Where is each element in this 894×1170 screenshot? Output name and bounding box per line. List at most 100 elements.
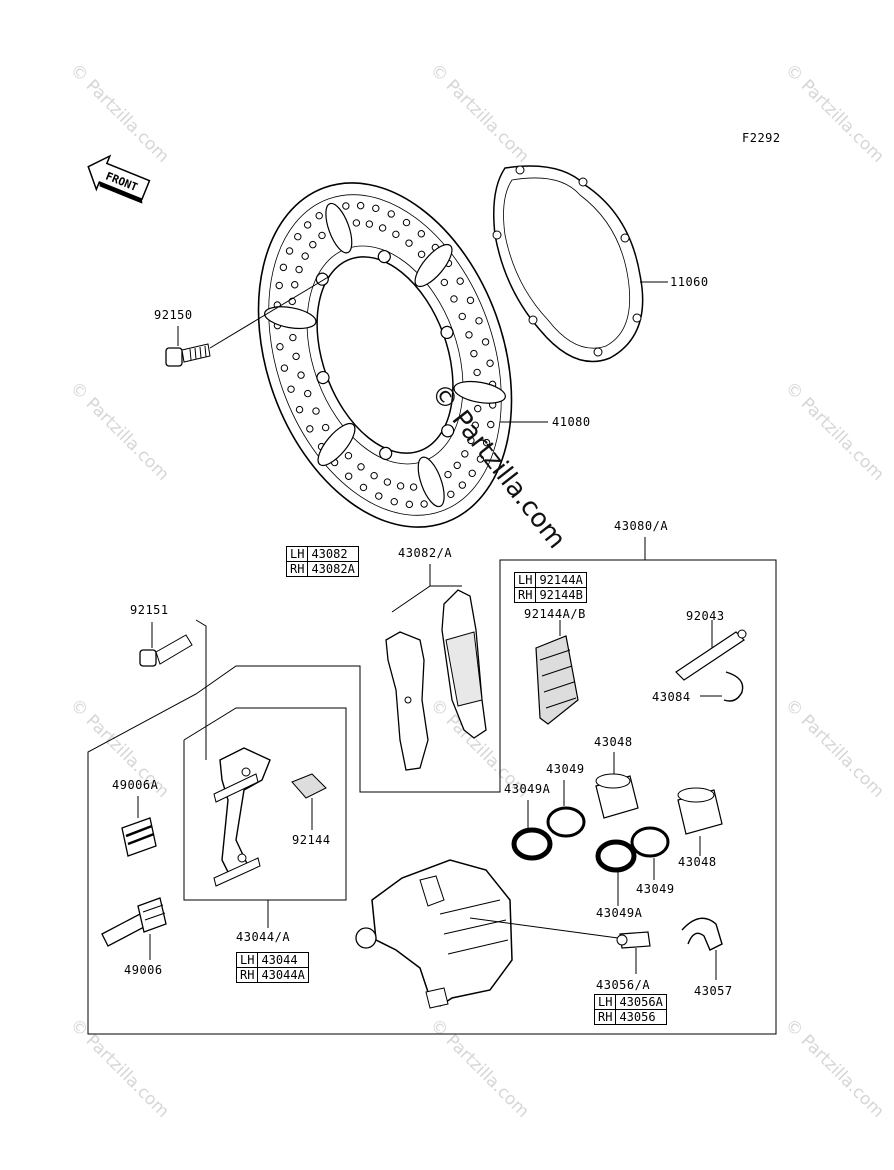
drill-hole bbox=[487, 420, 495, 429]
drill-hole bbox=[405, 239, 413, 247]
label-43049a-top: 43049A bbox=[504, 782, 551, 796]
piston-top bbox=[595, 773, 639, 819]
caliper-bracket bbox=[213, 747, 271, 887]
pad-pin bbox=[675, 629, 747, 681]
part-cell: 43044 bbox=[257, 952, 309, 968]
side-cell: LH bbox=[285, 546, 309, 562]
label-92144a-b: 92144A/B bbox=[524, 607, 586, 621]
label-92150: 92150 bbox=[154, 308, 193, 322]
drill-hole bbox=[344, 472, 353, 480]
drill-hole bbox=[276, 343, 284, 351]
label-43056-a: 43056/A bbox=[596, 978, 651, 992]
label-43082-a: 43082/A bbox=[398, 546, 453, 560]
bleeder-cap bbox=[681, 917, 723, 951]
drill-hole bbox=[357, 463, 365, 471]
drill-hole bbox=[387, 210, 395, 218]
drill-hole bbox=[450, 295, 458, 303]
side-cell: RH bbox=[513, 587, 537, 603]
drill-hole bbox=[458, 481, 467, 489]
bolt-hole bbox=[440, 325, 454, 340]
disc-slot bbox=[264, 306, 317, 330]
disc-bolt-holes bbox=[315, 250, 455, 460]
label-43084: 43084 bbox=[652, 690, 691, 704]
drill-hole bbox=[471, 421, 479, 429]
bleeder-valve bbox=[616, 931, 651, 949]
drill-hole bbox=[297, 371, 305, 379]
drill-hole bbox=[292, 352, 300, 361]
disc-slots bbox=[264, 202, 506, 508]
drill-hole bbox=[306, 425, 314, 433]
drill-hole bbox=[275, 281, 283, 290]
side-cell: RH bbox=[593, 1009, 617, 1025]
drill-hole bbox=[458, 312, 466, 321]
label-92151: 92151 bbox=[130, 603, 169, 617]
drill-hole bbox=[481, 338, 490, 346]
part-cell: 92144B bbox=[535, 587, 587, 603]
drill-hole bbox=[465, 331, 473, 339]
part-cell: 43044A bbox=[257, 967, 309, 983]
pad-spring-clip bbox=[291, 773, 327, 799]
bracket-box bbox=[183, 707, 347, 901]
disc-slot bbox=[317, 422, 356, 467]
drill-hole bbox=[291, 281, 299, 289]
drill-hole bbox=[352, 219, 361, 227]
side-cell: LH bbox=[513, 572, 537, 588]
drill-hole bbox=[342, 202, 350, 210]
part-cell: 43056 bbox=[615, 1009, 667, 1025]
bolt-hole bbox=[379, 446, 393, 460]
side-cell: RH bbox=[235, 967, 259, 983]
disc-slot bbox=[325, 202, 353, 254]
brake-pad-left bbox=[385, 631, 429, 771]
slide-pin bbox=[101, 897, 167, 947]
bolt-hole bbox=[441, 424, 455, 438]
label-43049-right: 43049 bbox=[636, 882, 675, 896]
drill-hole bbox=[447, 490, 455, 498]
piston-right bbox=[677, 787, 723, 835]
drill-hole bbox=[289, 333, 297, 342]
drill-hole bbox=[396, 482, 405, 490]
drill-hole bbox=[372, 204, 380, 213]
bolt-hole bbox=[316, 370, 330, 385]
drill-hole bbox=[417, 230, 426, 238]
drill-hole bbox=[321, 423, 330, 432]
front-arrow-icon: FRONT bbox=[87, 154, 151, 204]
part-cell: 43082 bbox=[307, 546, 359, 562]
drill-hole bbox=[444, 470, 452, 479]
drill-hole bbox=[392, 230, 400, 239]
label-92144: 92144 bbox=[292, 833, 331, 847]
drill-hole bbox=[303, 221, 312, 229]
drill-hole bbox=[375, 492, 383, 500]
caliper-assembly-box bbox=[87, 537, 777, 1035]
drill-hole bbox=[461, 450, 469, 458]
drill-hole bbox=[309, 240, 317, 249]
label-92043: 92043 bbox=[686, 609, 725, 623]
drill-hole bbox=[280, 364, 289, 372]
drill-hole bbox=[473, 368, 481, 377]
drill-hole bbox=[295, 265, 303, 274]
drill-hole bbox=[295, 405, 304, 414]
label-41080: 41080 bbox=[552, 415, 591, 429]
pin-clip bbox=[723, 671, 744, 702]
brake-disc bbox=[257, 182, 513, 528]
disc-slot bbox=[414, 243, 453, 288]
label-11060: 11060 bbox=[670, 275, 709, 289]
part-cell: 43056A bbox=[615, 994, 667, 1010]
drill-hole bbox=[417, 250, 426, 259]
drill-hole bbox=[315, 212, 323, 220]
label-43048-right: 43048 bbox=[678, 855, 717, 869]
drill-hole bbox=[318, 231, 326, 240]
label-43057: 43057 bbox=[694, 984, 733, 998]
drill-hole bbox=[456, 277, 464, 285]
drill-hole bbox=[301, 252, 309, 260]
disc-slot bbox=[453, 380, 506, 404]
drill-hole bbox=[466, 296, 475, 305]
pad-shim bbox=[535, 635, 579, 725]
